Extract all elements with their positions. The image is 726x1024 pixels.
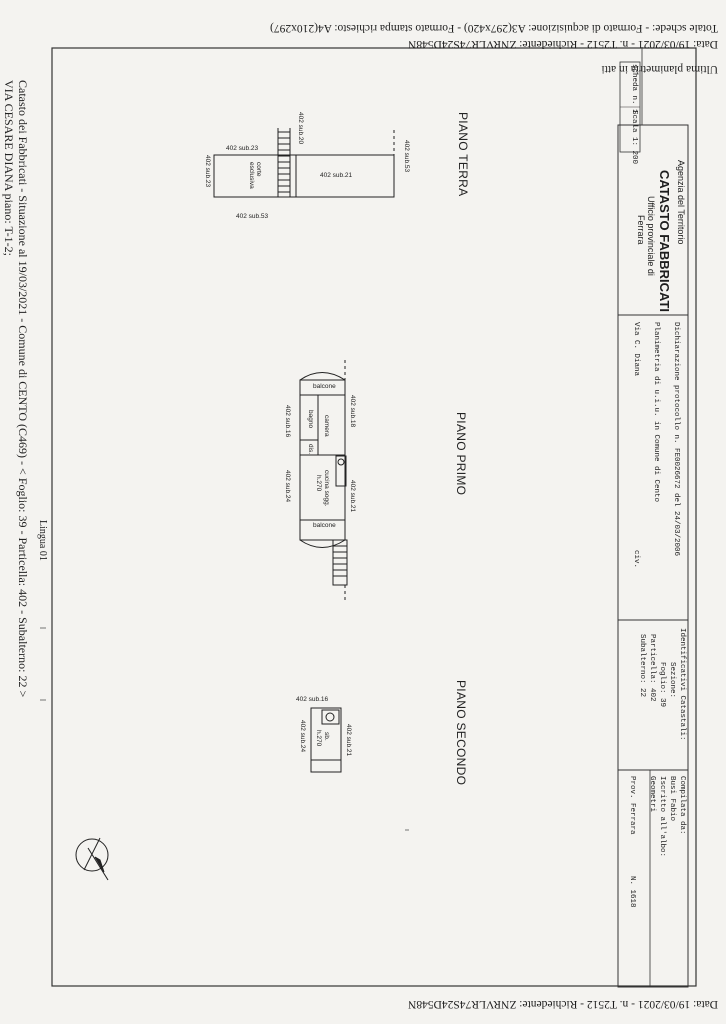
primo-sub16: 402 sub.16	[284, 405, 291, 438]
floor-title-primo: PIANO PRIMO	[454, 412, 468, 496]
floor-title-terra: PIANO TERRA	[456, 112, 470, 197]
header-line-1: Data: 19/03/2021 - n. T2512 - Richiedent…	[408, 38, 718, 50]
declaration-line-2: Planimetria di u.i.u. in Comune di Cento	[652, 322, 660, 503]
identifiers-title: Identificativi Catastali:	[678, 628, 686, 741]
primo-sub24: 402 sub.24	[284, 470, 291, 503]
secondo-sub21: 402 sub.21	[345, 724, 352, 757]
compiled-geometri: Geometri	[648, 776, 656, 813]
scale-label: Scala 1: 200	[630, 110, 638, 165]
terra-corte: corte	[255, 162, 262, 177]
agency-line-1: Agenzia del Territorio	[676, 160, 686, 245]
primo-camera: camera	[323, 415, 330, 437]
agency-line-3: Ufficio provinciale di	[646, 196, 656, 276]
scheda-label: scheda n. 1	[630, 64, 638, 114]
terra-sub23-top: 402 sub.23	[226, 145, 259, 152]
compiled-number: N. 1618	[628, 876, 636, 908]
primo-bagno: bagno	[307, 410, 314, 429]
last-plan-note: Ultima planimetria in atti	[601, 63, 718, 75]
primo-balcone-top: balcone	[313, 383, 336, 390]
header-format: - Formato di acquisizione: A3(297x420) -…	[270, 22, 650, 34]
primo-sub21: 402 sub.21	[349, 480, 356, 513]
identifiers-particella: Particella: 402	[648, 634, 656, 702]
declaration-civ: civ.	[632, 550, 640, 569]
compiled-iscritto: Iscritto all'albo:	[658, 776, 666, 858]
primo-h270: h.270	[315, 475, 322, 492]
compiled-title: Compilata da:	[678, 776, 686, 835]
floor-title-secondo: PIANO SECONDO	[454, 680, 468, 786]
agency-line-4: Ferrara	[636, 215, 646, 245]
terra-sub53-bottom: 402 sub.53	[236, 213, 269, 220]
primo-balcone-bottom: balcone	[313, 522, 336, 529]
primo-cucina: cucina sogg.	[323, 470, 330, 507]
header-total-sheets: Totale schede:	[649, 22, 718, 34]
terra-sub20: 402 sub.20	[297, 112, 304, 145]
identifiers-subalterno: Subalterno: 22	[638, 634, 646, 698]
side-note-line-1: Catasto dei Fabbricati - Situazione al 1…	[16, 80, 30, 698]
compiled-prov: Prov. Ferrara	[628, 776, 636, 835]
terra-sub53-right: 402 sub.53	[403, 140, 410, 173]
header-line-2: Totale schede: - Formato di acquisizione…	[270, 22, 718, 34]
declaration-line-3: Via C. Diana	[632, 322, 640, 377]
terra-sub23-left: 402 sub.23	[204, 155, 211, 188]
secondo-h270: h.270	[315, 730, 322, 747]
identifiers-sezione: Sezione:	[668, 662, 676, 699]
secondo-sub16: 402 sub.16	[296, 696, 329, 703]
side-note-tab: Lingua 01	[37, 520, 48, 561]
declaration-line-1: Dichiarazione protocollo n. FE0026672 de…	[672, 322, 680, 557]
compiled-name: Busi Fabio	[668, 776, 676, 822]
secondo-sb: sb.	[323, 732, 330, 741]
terra-sub21: 402 sub.21	[320, 172, 353, 179]
agency-line-2: CATASTO FABBRICATI	[657, 170, 672, 313]
secondo-sub24: 402 sub.24	[299, 720, 306, 753]
side-note-line-2: VIA CESARE DIANA piano: T-1-2;	[2, 80, 16, 257]
footer-line-1: Data: 19/03/2021 - n. T2512 - Richiedent…	[408, 998, 718, 1010]
primo-sub18: 402 sub.18	[349, 395, 356, 428]
identifiers-foglio: Foglio: 39	[658, 662, 666, 708]
terra-esclusiva: esclusiva	[248, 162, 255, 189]
primo-dis: dis.	[307, 444, 314, 455]
